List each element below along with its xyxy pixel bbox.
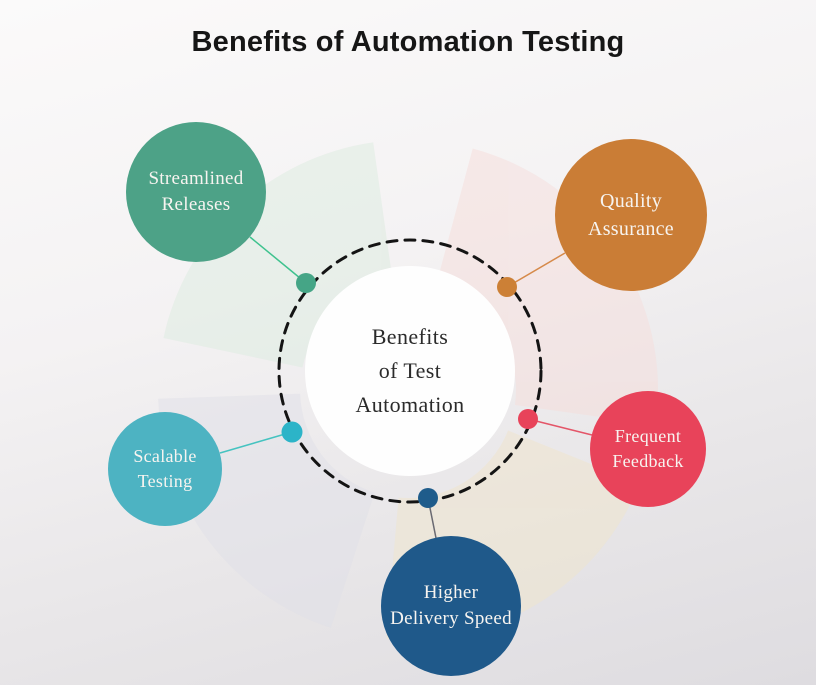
node-label-line: Scalable xyxy=(133,446,197,466)
connector-line-frequent-feedback xyxy=(527,418,593,436)
node-scalable-testing: Scalable Testing xyxy=(108,412,222,526)
page-title: Benefits of Automation Testing xyxy=(191,26,625,58)
node-label-line: Streamlined xyxy=(148,168,244,189)
watermark-slice-green xyxy=(163,142,393,368)
node-label-line: Quality xyxy=(599,190,663,212)
connector-line-scalable-testing xyxy=(219,431,293,454)
connector-dot-scalable-testing xyxy=(281,421,303,443)
node-label-line: Delivery Speed xyxy=(390,608,512,629)
node-label-line: Releases xyxy=(161,194,231,215)
center-label-line: of Test xyxy=(378,358,442,383)
node-label-line: Feedback xyxy=(612,451,684,471)
node-higher-delivery-speed: Higher Delivery Speed xyxy=(381,536,521,676)
connector-line-quality-assurance xyxy=(506,252,566,288)
center-label-line: Benefits xyxy=(371,324,449,349)
connector-line-streamlined-releases xyxy=(249,236,307,284)
node-label-line: Higher xyxy=(423,582,479,603)
dashed-ring xyxy=(277,238,543,504)
center-label-line: Automation xyxy=(355,392,465,417)
node-quality-assurance: Quality Assurance xyxy=(555,139,707,291)
connector-dot-frequent-feedback xyxy=(518,409,538,429)
center-label: Benefits of Test Automation xyxy=(305,318,515,424)
node-frequent-feedback: Frequent Feedback xyxy=(590,391,706,507)
connector-dot-streamlined-releases xyxy=(296,273,316,293)
node-label-line: Frequent xyxy=(614,426,682,446)
node-label-line: Assurance xyxy=(587,218,674,240)
center-circle xyxy=(305,266,515,476)
watermark-slice-pink xyxy=(435,148,659,425)
connector-dot-higher-delivery-speed xyxy=(418,488,438,508)
node-label-line: Testing xyxy=(137,471,193,491)
node-streamlined-releases: Streamlined Releases xyxy=(126,122,266,262)
connector-dot-quality-assurance xyxy=(497,277,517,297)
